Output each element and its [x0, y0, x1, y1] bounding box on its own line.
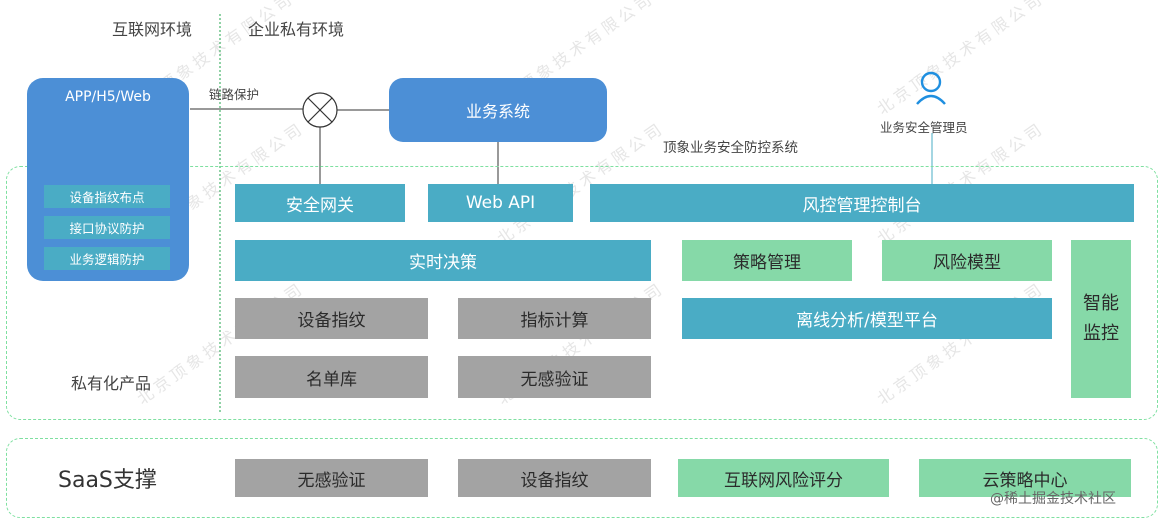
silent-verify-box: 无感验证: [458, 356, 651, 398]
platform-label: 顶象业务安全防控系统: [663, 140, 798, 156]
admin-user-icon: [916, 71, 946, 105]
link-protection-label: 链路保护: [209, 87, 260, 102]
strategy-mgmt-box: 策略管理: [682, 240, 852, 281]
offline-model-platform-box: 离线分析/模型平台: [682, 298, 1052, 339]
device-fingerprint-box: 设备指纹: [235, 298, 428, 339]
client-item-logic-protect: 业务逻辑防护: [44, 247, 170, 270]
zone-internet-label: 互联网环境: [112, 20, 193, 39]
risk-model-box: 风险模型: [882, 240, 1052, 281]
business-system-box: 业务系统: [389, 78, 607, 142]
saas-label: SaaS支撑: [58, 468, 157, 493]
private-product-label: 私有化产品: [71, 374, 152, 393]
smart-monitor-box: 智能监控: [1071, 240, 1131, 398]
footer-credit: @稀土掘金技术社区: [990, 491, 1116, 507]
link-protection-icon: [302, 92, 338, 128]
client-app-box: APP/H5/Web 设备指纹布点 接口协议防护 业务逻辑防护: [27, 78, 189, 281]
zone-enterprise-label: 企业私有环境: [248, 20, 345, 39]
metric-calc-box: 指标计算: [458, 298, 651, 339]
admin-label: 业务安全管理员: [880, 120, 968, 135]
saas-silent-verify-box: 无感验证: [235, 459, 428, 497]
saas-risk-score-box: 互联网风险评分: [678, 459, 889, 497]
saas-cloud-strategy-box: 云策略中心: [919, 459, 1131, 497]
private-product-region: [6, 166, 1158, 420]
saas-device-fp-box: 设备指纹: [458, 459, 651, 497]
client-item-api-protect: 接口协议防护: [44, 216, 170, 239]
realtime-decision-box: 实时决策: [235, 240, 651, 281]
blacklist-box: 名单库: [235, 356, 428, 398]
client-title: APP/H5/Web: [65, 89, 151, 105]
web-api-box: Web API: [428, 184, 573, 222]
risk-console-box: 风控管理控制台: [590, 184, 1134, 222]
security-gateway-box: 安全网关: [235, 184, 405, 222]
saas-region: [6, 438, 1158, 518]
client-item-device-fp: 设备指纹布点: [44, 185, 170, 208]
